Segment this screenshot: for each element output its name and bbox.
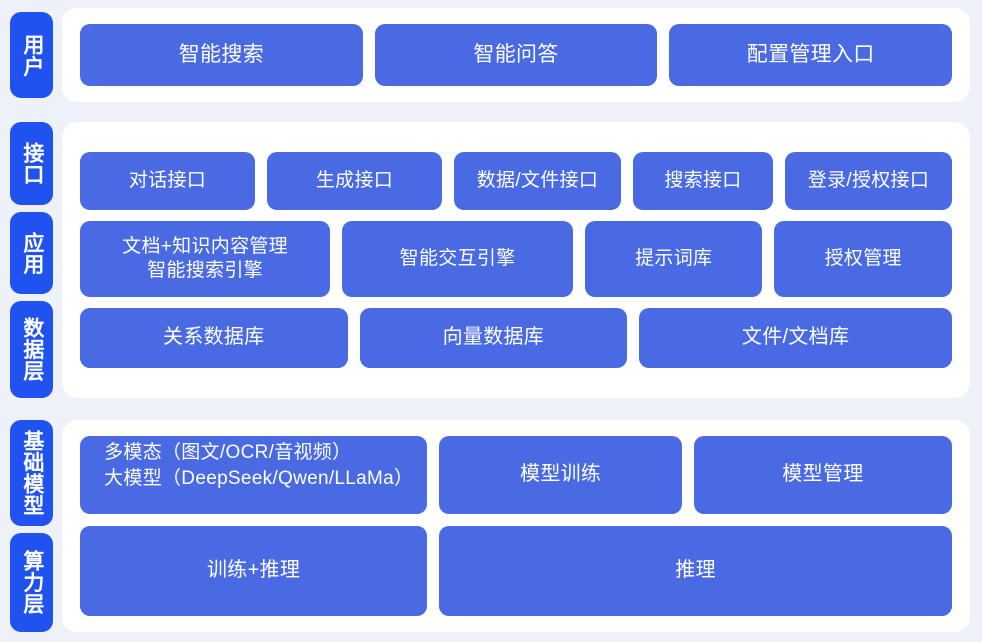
chip-dialog-api[interactable]: 对话接口 — [80, 152, 255, 210]
row-user: 智能搜索 智能问答 配置管理入口 — [80, 24, 953, 86]
chip-intelligent-interaction-engine[interactable]: 智能交互引擎 — [342, 221, 573, 297]
chip-doc-knowledge-management[interactable]: 文档+知识内容管理 智能搜索引擎 — [80, 221, 331, 297]
chip-authorization-management[interactable]: 授权管理 — [774, 221, 952, 297]
row-interface: 对话接口 生成接口 数据/文件接口 搜索接口 登录/授权接口 — [80, 152, 952, 210]
chip-search-api[interactable]: 搜索接口 — [632, 152, 773, 210]
chip-model-training[interactable]: 模型训练 — [439, 436, 682, 514]
section-user: 用户 智能搜索 智能问答 配置管理入口 — [0, 0, 982, 110]
section-middle: 接口 应用 数据层 对话接口 生成接口 数据/文件接口 搜索接口 登录/授权接口… — [0, 116, 982, 404]
chip-prompt-library[interactable]: 提示词库 — [584, 221, 763, 297]
panel-middle: 对话接口 生成接口 数据/文件接口 搜索接口 登录/授权接口 文档+知识内容管理… — [62, 122, 970, 398]
tab-rail-base: 基础模型 算力层 — [10, 420, 62, 632]
chip-config-management-entry[interactable]: 配置管理入口 — [669, 24, 953, 86]
section-base: 基础模型 算力层 多模态（图文/OCR/音视频） 大模型（DeepSeek/Qw… — [0, 410, 982, 642]
chip-training-and-inference[interactable]: 训练+推理 — [80, 526, 428, 616]
row-compute-power: 训练+推理 推理 — [80, 526, 952, 616]
panel-user: 智能搜索 智能问答 配置管理入口 — [62, 8, 970, 102]
chip-login-auth-api[interactable]: 登录/授权接口 — [784, 152, 952, 210]
chip-generation-api[interactable]: 生成接口 — [266, 152, 442, 210]
layer-tab-application[interactable]: 应用 — [10, 212, 53, 294]
row-application: 文档+知识内容管理 智能搜索引擎 智能交互引擎 提示词库 授权管理 — [80, 221, 952, 297]
tab-rail-user: 用户 — [10, 8, 62, 102]
layer-tab-data[interactable]: 数据层 — [10, 300, 53, 399]
chip-intelligent-qa[interactable]: 智能问答 — [374, 24, 658, 86]
chip-inference[interactable]: 推理 — [439, 526, 952, 616]
chip-vector-database[interactable]: 向量数据库 — [359, 308, 628, 368]
chip-multimodal-large-model[interactable]: 多模态（图文/OCR/音视频） 大模型（DeepSeek/Qwen/LLaMa） — [80, 436, 428, 514]
row-base-model: 多模态（图文/OCR/音视频） 大模型（DeepSeek/Qwen/LLaMa）… — [80, 436, 952, 514]
layer-tab-interface[interactable]: 接口 — [10, 122, 53, 206]
panel-base: 多模态（图文/OCR/音视频） 大模型（DeepSeek/Qwen/LLaMa）… — [62, 420, 970, 632]
layer-tab-compute-power[interactable]: 算力层 — [10, 533, 53, 632]
chip-relational-database[interactable]: 关系数据库 — [80, 308, 348, 368]
chip-model-management[interactable]: 模型管理 — [693, 436, 952, 514]
chip-intelligent-search[interactable]: 智能搜索 — [80, 24, 363, 86]
chip-file-document-store[interactable]: 文件/文档库 — [639, 308, 953, 368]
row-data: 关系数据库 向量数据库 文件/文档库 — [80, 308, 953, 368]
chip-data-file-api[interactable]: 数据/文件接口 — [453, 152, 621, 210]
layer-tab-user[interactable]: 用户 — [10, 12, 53, 98]
tab-rail-middle: 接口 应用 数据层 — [10, 122, 62, 399]
layer-tab-base-model[interactable]: 基础模型 — [10, 420, 53, 527]
